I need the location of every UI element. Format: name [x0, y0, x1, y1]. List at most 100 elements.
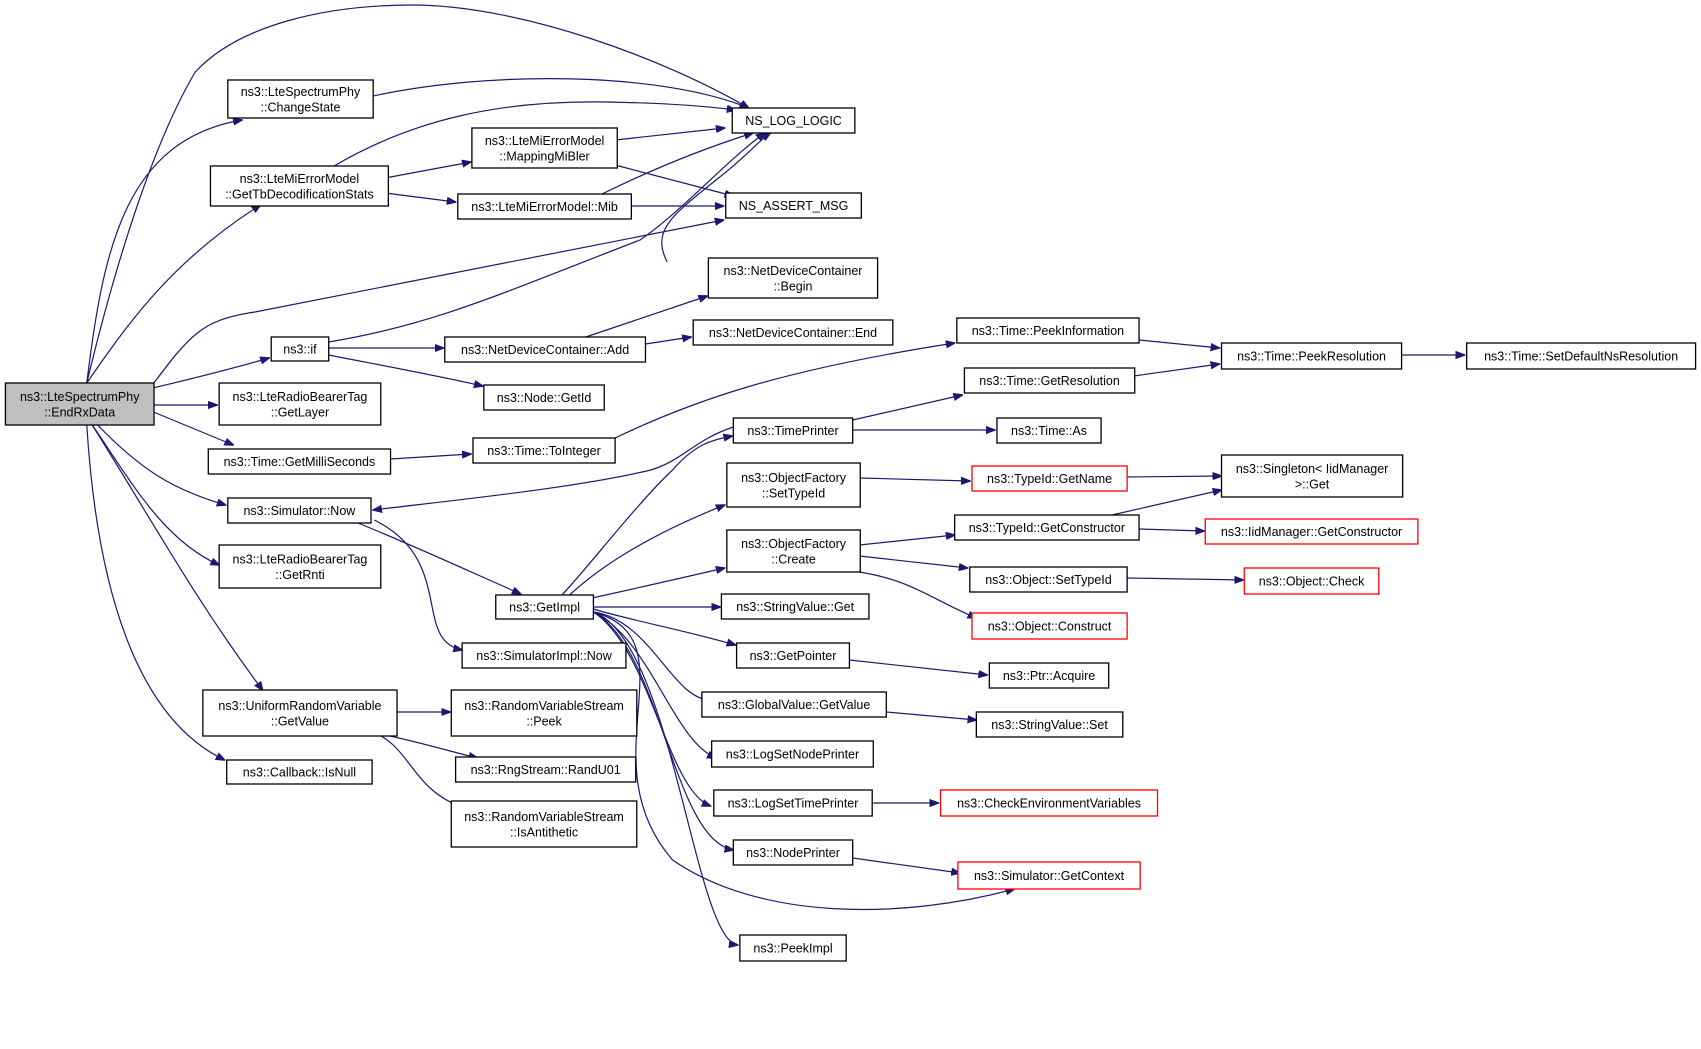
node-of-set-type-id[interactable]: ns3::ObjectFactory::SetTypeId	[726, 462, 861, 508]
node-node-printer[interactable]: ns3::NodePrinter	[732, 839, 854, 866]
node-label: ns3::LteMiErrorModel	[485, 134, 605, 148]
node-rvs-peek[interactable]: ns3::RandomVariableStream::Peek	[450, 689, 638, 737]
node-peek-res[interactable]: ns3::Time::PeekResolution	[1220, 342, 1403, 370]
node-type-id-get-ctor[interactable]: ns3::TypeId::GetConstructor	[953, 514, 1140, 541]
call-edge	[369, 79, 749, 108]
node-rng-rand-u01[interactable]: ns3::RngStream::RandU01	[454, 756, 637, 783]
node-label: ns3::Callback::IsNull	[243, 766, 356, 780]
node-label: ns3::SimulatorImpl::Now	[476, 649, 612, 663]
node-label: ns3::NodePrinter	[746, 846, 840, 860]
node-node-get-id[interactable]: ns3::Node::GetId	[483, 384, 605, 411]
node-gv-get-value[interactable]: ns3::GlobalValue::GetValue	[701, 691, 887, 718]
node-get-pointer[interactable]: ns3::GetPointer	[735, 642, 851, 669]
node-ndc-end[interactable]: ns3::NetDeviceContainer::End	[692, 319, 894, 346]
node-rvs-is-antithetic[interactable]: ns3::RandomVariableStream::IsAntithetic	[450, 800, 638, 848]
node-root[interactable]: ns3::LteSpectrumPhy::EndRxData	[4, 382, 155, 426]
node-iid-get-ctor[interactable]: ns3::IidManager::GetConstructor	[1204, 518, 1419, 545]
node-log-set-node-printer[interactable]: ns3::LogSetNodePrinter	[710, 740, 874, 768]
node-label: ns3::NetDeviceContainer	[724, 264, 863, 278]
node-obj-set-type-id[interactable]: ns3::Object::SetTypeId	[969, 566, 1128, 593]
node-change-state[interactable]: ns3::LteSpectrumPhy::ChangeState	[227, 79, 374, 119]
node-label: ns3::Time::GetResolution	[979, 374, 1120, 388]
node-get-res[interactable]: ns3::Time::GetResolution	[963, 367, 1136, 394]
node-of-create[interactable]: ns3::ObjectFactory::Create	[726, 529, 861, 573]
call-edge	[853, 858, 960, 873]
node-cb-is-null[interactable]: ns3::Callback::IsNull	[226, 759, 373, 785]
node-ns-if[interactable]: ns3::if	[270, 336, 330, 362]
node-label: ::Peek	[526, 714, 562, 728]
node-label: ns3::Time::PeekResolution	[1237, 350, 1386, 364]
node-label: ::GetTbDecodificationStats	[225, 187, 374, 201]
node-label: ::ChangeState	[261, 100, 341, 114]
node-sim-impl-now[interactable]: ns3::SimulatorImpl::Now	[461, 642, 627, 669]
node-to-integer[interactable]: ns3::Time::ToInteger	[472, 437, 616, 464]
node-obj-check[interactable]: ns3::Object::Check	[1243, 567, 1380, 595]
node-get-tb-decod[interactable]: ns3::LteMiErrorModel::GetTbDecodificatio…	[209, 165, 390, 207]
call-edge	[583, 568, 725, 600]
node-label: ns3::LteSpectrumPhy	[20, 390, 140, 404]
call-edge	[92, 425, 262, 690]
call-edge	[375, 733, 477, 758]
call-edge	[391, 454, 471, 459]
node-type-id-get-name[interactable]: ns3::TypeId::GetName	[971, 465, 1128, 492]
call-edge	[149, 358, 269, 389]
node-ns-log-logic[interactable]: NS_LOG_LOGIC	[731, 107, 856, 134]
call-edge	[593, 609, 735, 645]
call-edge	[375, 733, 464, 808]
node-singleton-get[interactable]: ns3::Singleton< IidManager>::Get	[1220, 454, 1404, 498]
call-edge	[1112, 490, 1222, 515]
node-time-printer[interactable]: ns3::TimePrinter	[732, 417, 854, 444]
call-edge	[374, 520, 462, 650]
node-ndc-add[interactable]: ns3::NetDeviceContainer::Add	[444, 336, 647, 363]
call-edge	[593, 612, 710, 700]
node-urv-get-value[interactable]: ns3::UniformRandomVariable::GetValue	[202, 689, 398, 737]
node-ptr-acquire[interactable]: ns3::Ptr::Acquire	[988, 662, 1110, 689]
call-edge	[586, 296, 708, 337]
node-check-env-vars[interactable]: ns3::CheckEnvironmentVariables	[939, 789, 1159, 817]
call-edge	[859, 478, 970, 481]
node-label: ns3::GetImpl	[509, 601, 580, 615]
node-get-impl[interactable]: ns3::GetImpl	[495, 594, 595, 620]
call-edge	[1127, 578, 1243, 580]
node-get-layer[interactable]: ns3::LteRadioBearerTag::GetLayer	[218, 382, 382, 426]
node-label: ns3::ObjectFactory	[741, 537, 847, 551]
call-edge	[886, 712, 976, 720]
node-peek-impl[interactable]: ns3::PeekImpl	[739, 934, 847, 962]
node-ns-assert-msg[interactable]: NS_ASSERT_MSG	[725, 192, 862, 219]
node-mib[interactable]: ns3::LteMiErrorModel::Mib	[457, 193, 633, 220]
node-mapping-mi-bler[interactable]: ns3::LteMiErrorModel::MappingMiBler	[471, 127, 618, 169]
node-obj-construct[interactable]: ns3::Object::Construct	[971, 612, 1128, 640]
node-peek-info[interactable]: ns3::Time::PeekInformation	[956, 317, 1140, 344]
call-edge	[98, 425, 226, 505]
call-edge	[92, 425, 219, 565]
call-edge	[149, 410, 234, 445]
node-get-rnti[interactable]: ns3::LteRadioBearerTag::GetRnti	[218, 544, 382, 589]
node-label: ::SetTypeId	[762, 486, 825, 500]
call-edge	[645, 337, 691, 344]
call-edge	[1139, 340, 1219, 348]
node-label: >::Get	[1295, 477, 1330, 491]
node-string-value-set[interactable]: ns3::StringValue::Set	[975, 711, 1124, 738]
node-label: ::GetRnti	[275, 568, 324, 582]
function-nodes: ns3::LteSpectrumPhy::EndRxDatans3::LteSp…	[4, 79, 1697, 962]
node-label: ns3::LogSetNodePrinter	[726, 748, 859, 762]
node-label: ns3::LteSpectrumPhy	[241, 85, 361, 99]
node-label: ns3::Object::SetTypeId	[985, 573, 1112, 587]
node-label: ns3::StringValue::Set	[991, 718, 1108, 732]
call-edge	[570, 505, 725, 595]
call-edge	[149, 220, 724, 390]
node-log-set-time-printer[interactable]: ns3::LogSetTimePrinter	[713, 789, 873, 817]
node-label: ns3::RandomVariableStream	[464, 810, 624, 824]
node-get-milli[interactable]: ns3::Time::GetMilliSeconds	[207, 448, 392, 475]
call-edge	[615, 128, 725, 140]
node-sim-now[interactable]: ns3::Simulator::Now	[227, 497, 372, 524]
node-set-def-res[interactable]: ns3::Time::SetDefaultNsResolution	[1466, 342, 1697, 370]
node-string-value-get[interactable]: ns3::StringValue::Get	[720, 593, 870, 620]
node-time-as[interactable]: ns3::Time::As	[996, 417, 1102, 444]
node-ndc-begin[interactable]: ns3::NetDeviceContainer::Begin	[707, 257, 879, 299]
node-label: ns3::Simulator::Now	[243, 504, 356, 518]
node-sim-get-context[interactable]: ns3::Simulator::GetContext	[957, 861, 1141, 890]
node-label: ::MappingMiBler	[499, 149, 589, 163]
call-edge	[849, 660, 987, 675]
